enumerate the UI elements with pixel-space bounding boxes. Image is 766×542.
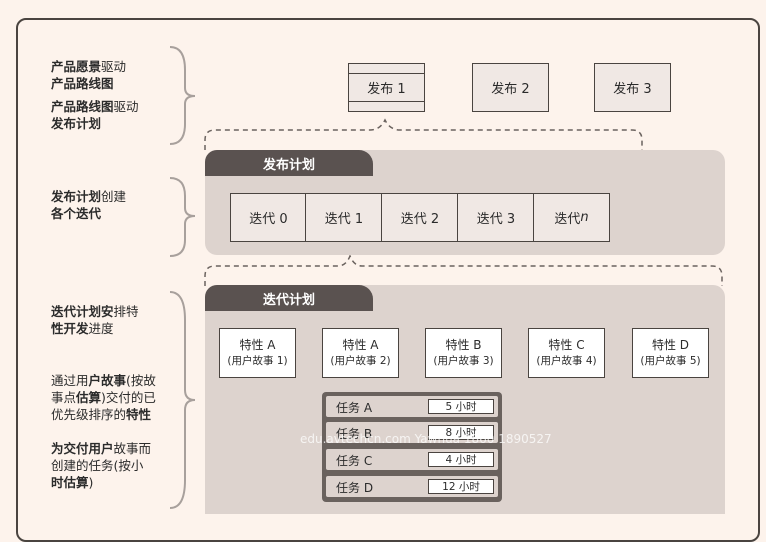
brace-2: [169, 177, 196, 257]
iteration-3: 迭代 3: [457, 193, 535, 242]
task-name: 任务 B: [336, 427, 373, 441]
label-tasks-in-hours: 为交付用户故事而 创建的任务(按小 时估算): [51, 441, 152, 490]
brace-3: [169, 291, 196, 509]
label-iteration-schedules: 迭代计划安排特 性开发进度: [51, 304, 139, 336]
label-features-via-stories: 通过用户故事(按故 事点估算)交付的已 优先级排序的特性: [51, 373, 156, 422]
feature-card: 特性 B(用户故事 3): [425, 328, 502, 378]
label-release-creates-iterations: 发布计划创建 各个迭代: [51, 189, 127, 221]
feature-card: 特性 D(用户故事 5): [632, 328, 709, 378]
brace-1: [169, 46, 196, 145]
iteration-n: 迭代 n: [533, 193, 610, 242]
release-1-label: 发布 1: [367, 82, 406, 97]
task-name: 任务 A: [336, 401, 373, 415]
iteration-1: 迭代 1: [305, 193, 383, 242]
release-2-box: 发布 2: [472, 63, 549, 112]
release-plan-title: 发布计划: [262, 157, 315, 173]
iteration-2: 迭代 2: [381, 193, 459, 242]
label-roadmap-drives-release: 产品路线图驱动 发布计划: [51, 99, 139, 131]
iteration-0: 迭代 0: [230, 193, 307, 242]
task-hours: 8 小时: [428, 425, 494, 440]
iteration-plan-tab: 迭代计划: [205, 285, 373, 311]
release-3-label: 发布 3: [613, 82, 652, 97]
task-name: 任务 C: [336, 454, 373, 468]
iteration-plan-title: 迭代计划: [262, 292, 315, 308]
task-hours: 12 小时: [428, 479, 494, 494]
release-2-label: 发布 2: [491, 82, 530, 97]
release-plan-tab: 发布计划: [205, 150, 373, 176]
feature-card: 特性 A(用户故事 2): [322, 328, 399, 378]
dashed-callout-1: [204, 118, 643, 150]
watermark: edu.avtechcn.com Yawhua 1860 1890527: [300, 432, 552, 446]
task-hours: 5 小时: [428, 399, 494, 414]
label-vision-drives-roadmap: 产品愿景驱动 产品路线图: [51, 59, 127, 91]
feature-card: 特性 A(用户故事 1): [219, 328, 296, 378]
task-hours: 4 小时: [428, 452, 494, 467]
feature-card: 特性 C(用户故事 4): [528, 328, 605, 378]
release-1-box: 发布 1: [348, 63, 425, 112]
task-name: 任务 D: [336, 481, 374, 495]
release-3-box: 发布 3: [594, 63, 671, 112]
dashed-callout-2: [204, 253, 723, 286]
